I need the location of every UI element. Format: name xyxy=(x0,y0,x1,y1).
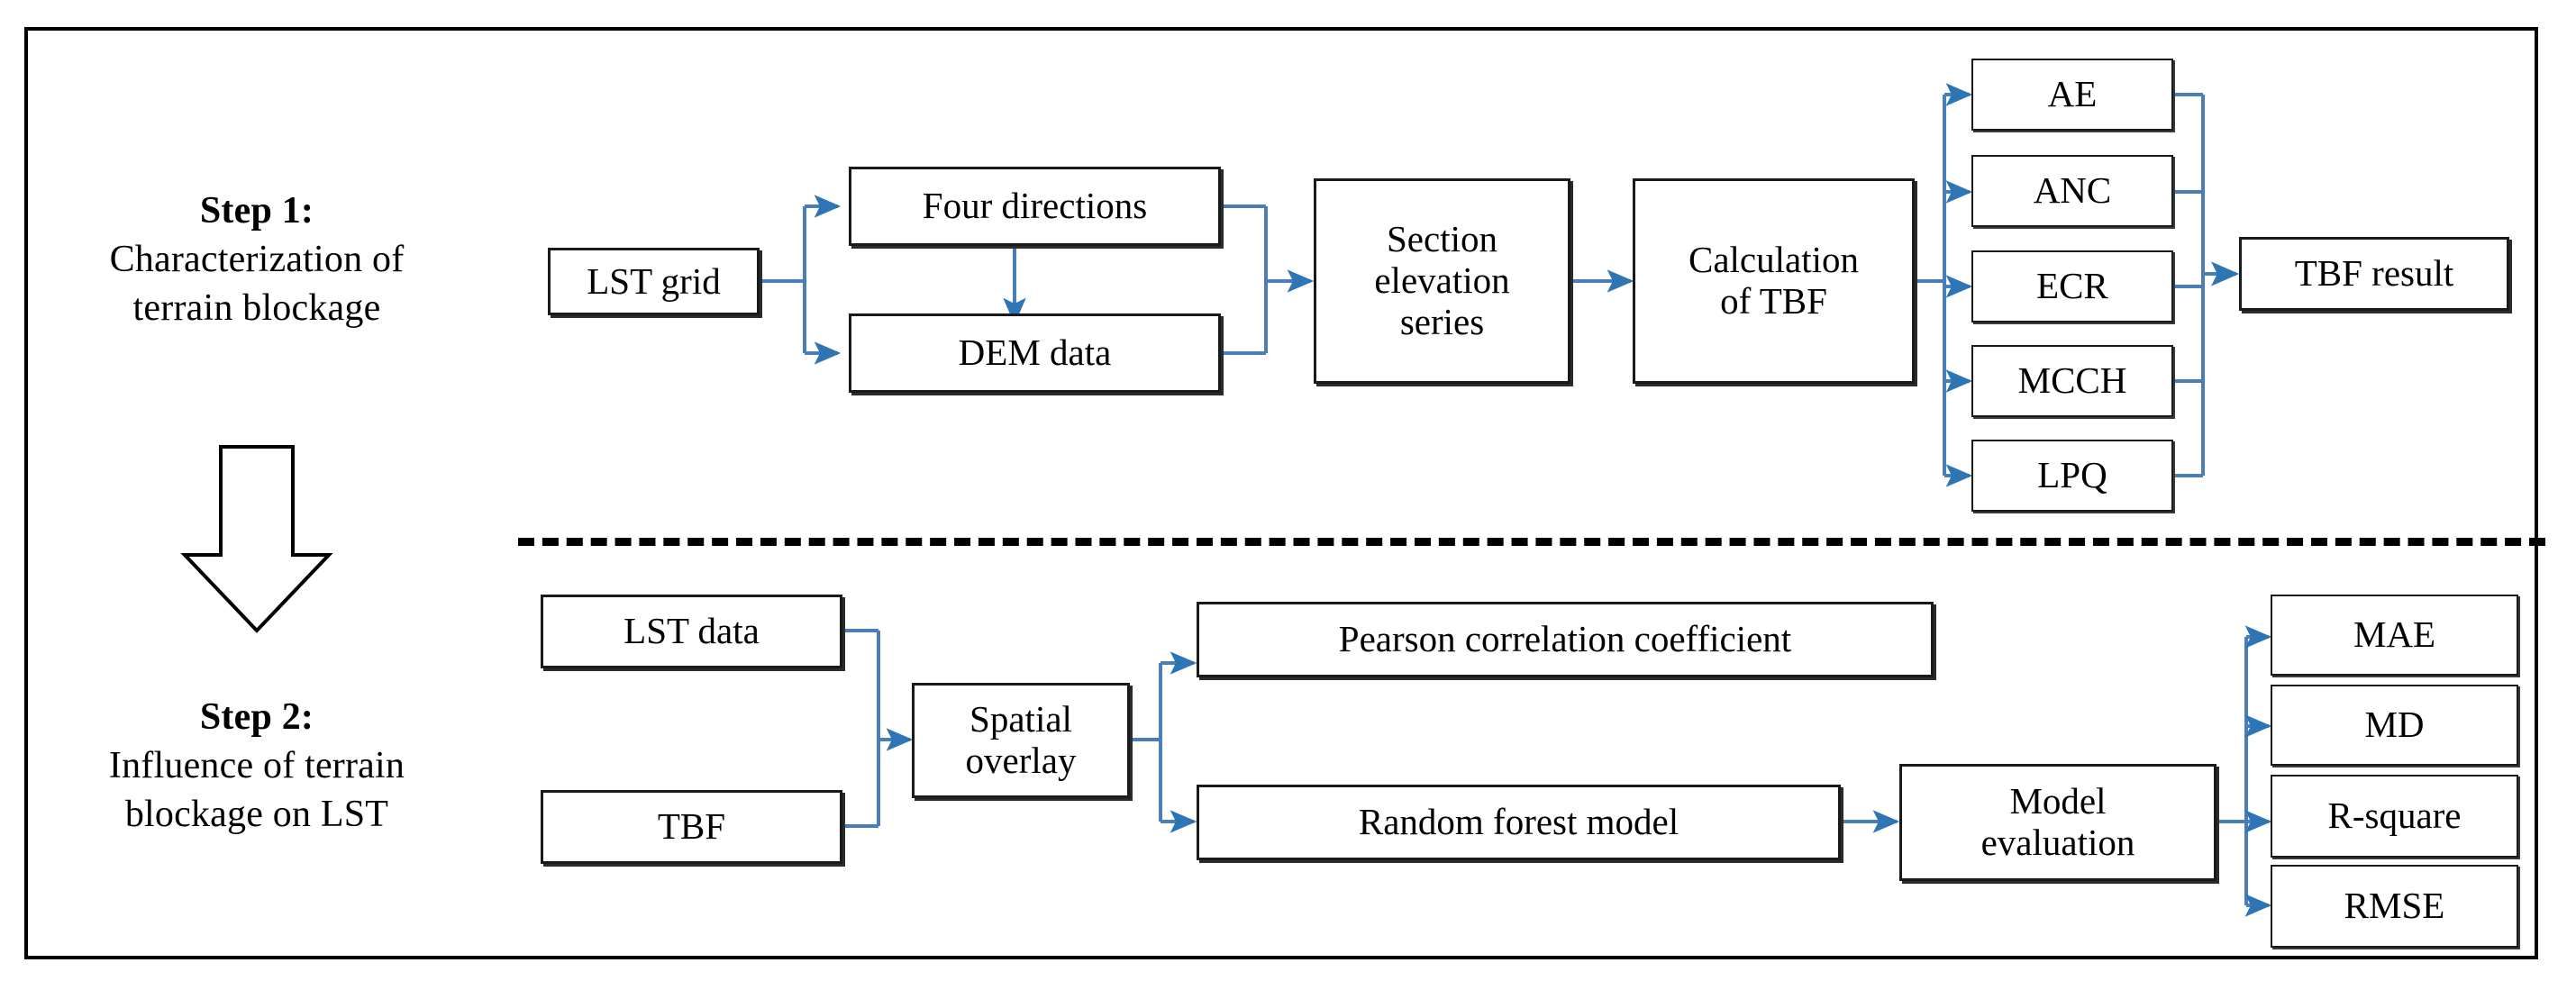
node-index-mcch[interactable]: MCCH xyxy=(1971,345,2173,417)
step-2-label: Step 2: Influence of terrain blockage on… xyxy=(63,694,451,839)
node-metric-md[interactable]: MD xyxy=(2271,685,2518,766)
node-lst-grid[interactable]: LST grid xyxy=(548,248,760,315)
node-spatial-overlay[interactable]: Spatial overlay xyxy=(912,683,1130,798)
node-model-evaluation[interactable]: Model evaluation xyxy=(1899,764,2216,881)
node-index-lpq[interactable]: LPQ xyxy=(1971,440,2173,512)
node-four-directions[interactable]: Four directions xyxy=(849,167,1221,246)
node-random-forest-model[interactable]: Random forest model xyxy=(1197,785,1841,860)
step-2-description: Influence of terrain blockage on LST xyxy=(108,744,405,835)
section-divider xyxy=(518,538,2545,546)
step-1-label: Step 1: Characterization of terrain bloc… xyxy=(63,187,451,332)
node-metric-r-square[interactable]: R-square xyxy=(2271,775,2518,858)
node-section-elevation-series[interactable]: Section elevation series xyxy=(1314,178,1570,384)
node-calculation-of-tbf[interactable]: Calculation of TBF xyxy=(1633,178,1915,384)
node-tbf[interactable]: TBF xyxy=(541,790,842,864)
node-index-ae[interactable]: AE xyxy=(1971,59,2173,131)
node-tbf-result[interactable]: TBF result xyxy=(2239,237,2509,311)
node-index-ecr[interactable]: ECR xyxy=(1971,250,2173,322)
node-metric-rmse[interactable]: RMSE xyxy=(2271,865,2518,948)
step-1-description: Characterization of terrain blockage xyxy=(109,238,405,329)
node-lst-data[interactable]: LST data xyxy=(541,595,842,668)
node-pearson-correlation-coefficient[interactable]: Pearson correlation coefficient xyxy=(1197,602,1934,677)
step-2-title: Step 2: xyxy=(199,696,314,738)
step-1-title: Step 1: xyxy=(199,190,314,232)
node-index-anc[interactable]: ANC xyxy=(1971,155,2173,227)
node-metric-mae[interactable]: MAE xyxy=(2271,595,2518,676)
node-dem-data[interactable]: DEM data xyxy=(849,313,1221,393)
